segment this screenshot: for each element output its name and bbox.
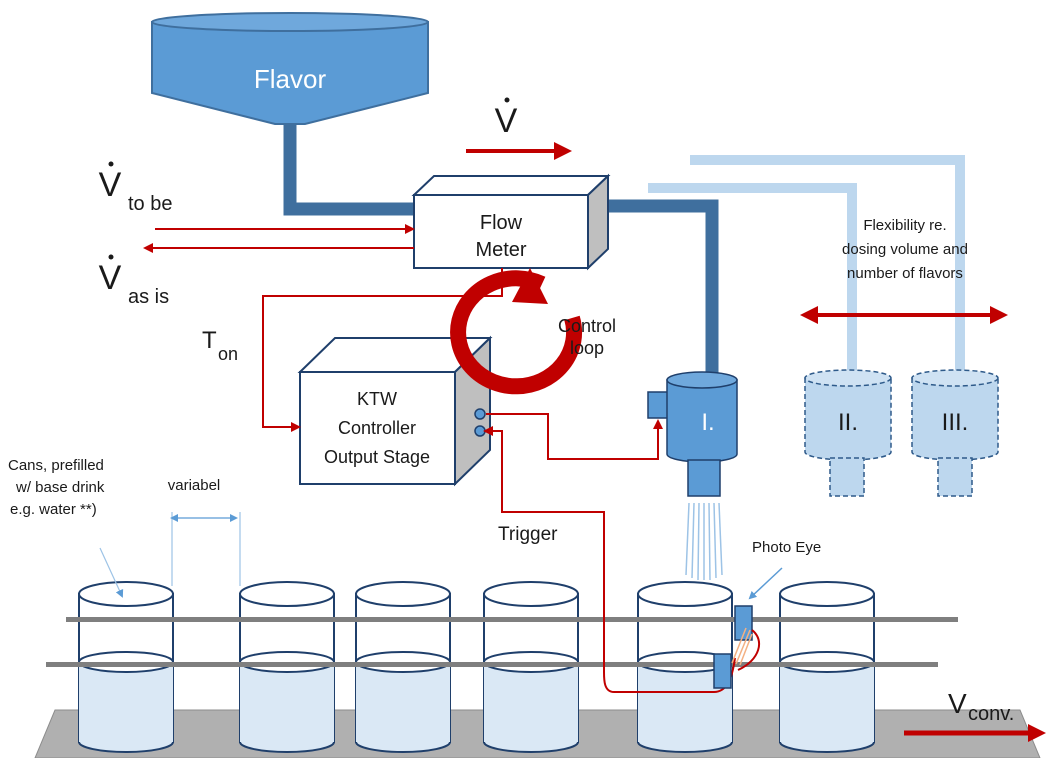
variabel-label: variabel [168,477,221,494]
control-loop-icon [450,268,582,395]
v-conv-symbol: V [948,688,967,719]
v-as-is-dot [108,254,114,260]
cans-note-pointer [99,547,124,598]
valve-1-label: I. [701,409,714,436]
flow-rate-dot [504,97,510,103]
ktw-controller-box [297,335,493,487]
flow-meter-label-1: Flow [480,212,523,234]
flow-meter-label-2: Meter [475,239,526,261]
controller-label-2: Controller [338,418,416,438]
photo-eye-pointer [748,567,783,600]
flavor-label: Flavor [254,64,327,94]
dosing-stream [685,502,723,581]
photo-eye-label: Photo Eye [752,539,821,556]
valve-3 [911,369,999,497]
valve-1 [647,371,738,497]
flavor-tank [151,12,429,125]
valve-drive-line [486,413,663,460]
valve-3-label: III. [942,409,969,436]
flexibility-label-1: Flexibility re. [863,217,946,234]
t-on-subscript: on [218,344,238,364]
v-to-be-symbol: V [99,166,122,204]
valve-2-label: II. [838,409,858,436]
cans-note-1: Cans, prefilled [8,457,104,474]
controller-label-1: KTW [357,389,397,409]
guide-rail-lower [46,662,938,667]
v-to-be-dot [108,161,114,167]
trigger-label: Trigger [498,524,558,545]
output-terminal-bottom [474,425,486,437]
controller-label-3: Output Stage [324,447,430,467]
v-as-is-symbol: V [99,259,122,297]
output-terminal-top [474,408,486,420]
control-loop-label-1: Control [558,316,616,336]
v-conv-subscript: conv. [968,703,1014,725]
valve-2 [804,369,892,497]
flexibility-label-3: number of flavors [847,265,963,282]
control-loop-label-2: loop [570,338,604,358]
spacing-dimension [170,512,241,586]
v-as-is-subscript: as is [128,286,169,308]
t-on-symbol: T [202,327,217,354]
guide-rail-upper [66,617,958,622]
photo-eye [713,605,761,689]
v-to-be-subscript: to be [128,193,172,215]
flavor-pipe [283,124,719,380]
flow-meter [411,173,611,271]
cans-note-3: e.g. water **) [10,501,97,518]
flow-rate-symbol: V [495,102,518,140]
cans-note-2: w/ base drink [15,479,105,496]
flexibility-label-2: dosing volume and [842,241,968,258]
